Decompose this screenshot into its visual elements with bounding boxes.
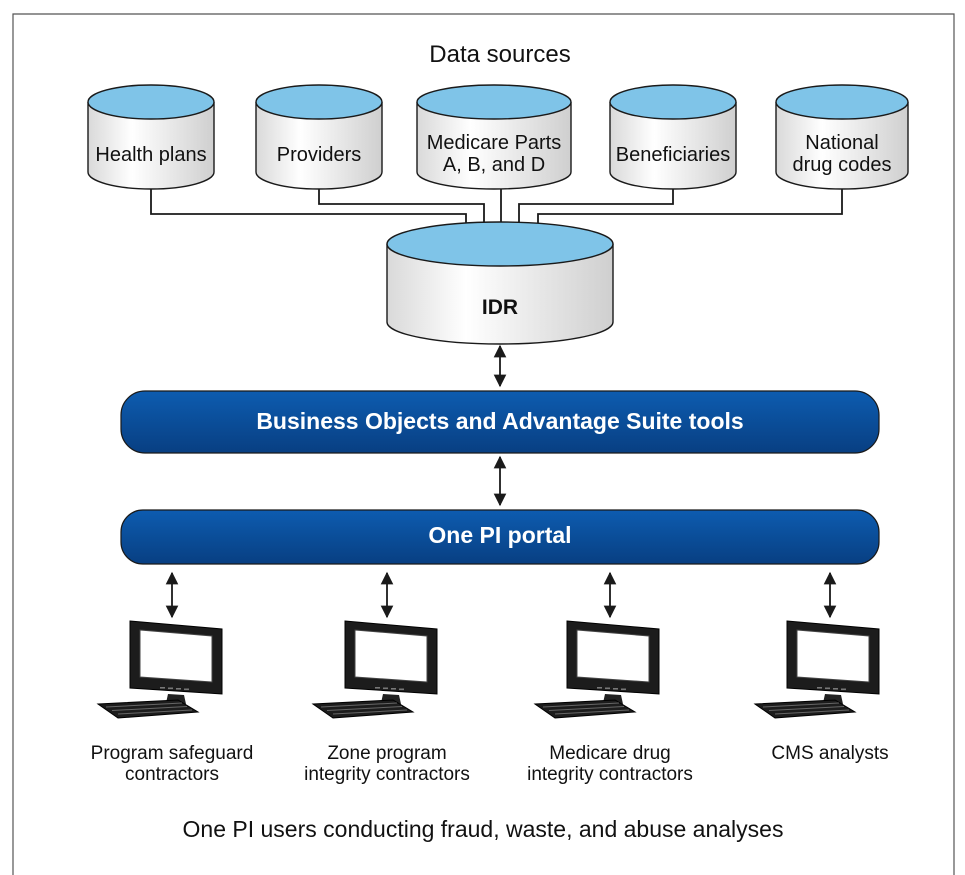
portal-bar: [120, 509, 880, 565]
source-label-health-plans: Health plans: [95, 144, 207, 166]
user-label-medic: Medicare drug integrity contractors: [527, 743, 693, 786]
user-label-psc: Program safeguard contractors: [90, 743, 254, 786]
computer-icon-cms: [753, 620, 880, 719]
user-label-cms: CMS analysts: [771, 743, 889, 764]
frame-border: [12, 13, 955, 875]
tools-bar-label: Business Objects and Advantage Suite too…: [256, 408, 744, 434]
portal-bar-label: One PI portal: [428, 522, 572, 548]
idr-label: IDR: [481, 296, 519, 319]
source-cylinder-providers: [255, 84, 383, 190]
user-computers: [96, 620, 880, 719]
portal-user-arrows: [165, 571, 837, 619]
source-label-providers: Providers: [276, 144, 362, 166]
user-label-zpic: Zone program integrity contractors: [304, 743, 470, 786]
source-label-drug-codes: National drug codes: [792, 132, 892, 177]
computer-icon-psc: [96, 620, 223, 719]
diagram-title: Data sources: [429, 41, 571, 68]
idr-cylinder: [386, 221, 614, 345]
source-cylinder-beneficiaries: [609, 84, 737, 190]
tools-bar: [120, 390, 880, 454]
source-cylinder-health-plans: [87, 84, 215, 190]
source-label-medicare: Medicare Parts A, B, and D: [426, 132, 562, 177]
diagram-caption: One PI users conducting fraud, waste, an…: [182, 816, 784, 842]
computer-icon-medic: [533, 620, 660, 719]
diagram-frame: Data sources Health plans Providers Medi…: [12, 13, 955, 875]
computer-icon-zpic: [311, 620, 438, 719]
source-cylinder-drug-codes: [775, 84, 909, 190]
source-label-beneficiaries: Beneficiaries: [615, 144, 731, 166]
source-cylinder-medicare: [416, 84, 572, 190]
